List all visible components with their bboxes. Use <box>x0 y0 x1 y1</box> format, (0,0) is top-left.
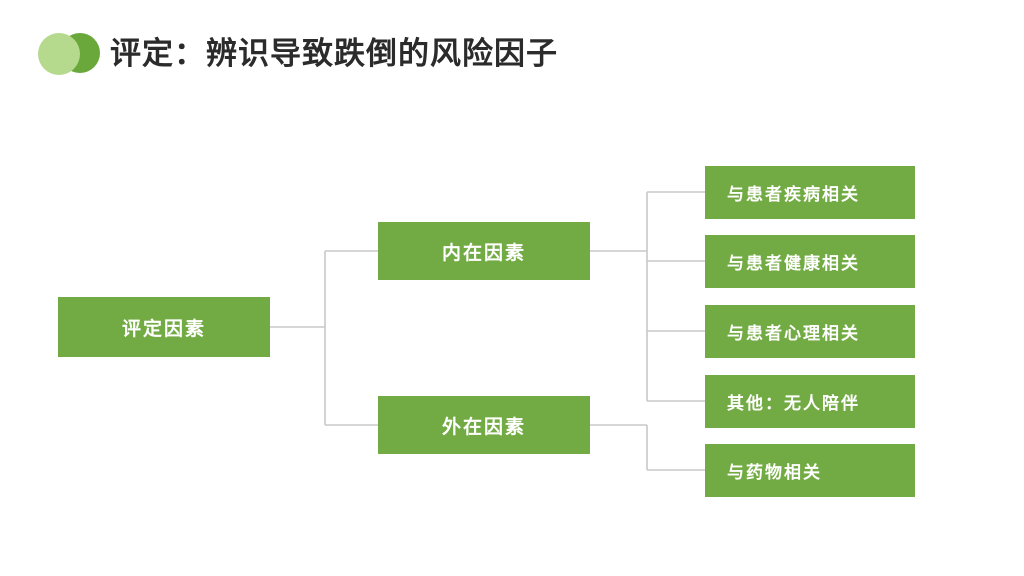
logo-circles-icon <box>36 30 100 76</box>
node-label: 内在因素 <box>441 242 526 264</box>
slide-header: 评定：辨识导致跌倒的风险因子 <box>36 24 558 82</box>
node-root-assessment-factors[interactable]: 评定因素 <box>58 297 270 357</box>
node-label: 评定因素 <box>121 318 206 340</box>
logo-circle-front-icon <box>38 33 80 75</box>
node-label: 与患者疾病相关 <box>727 185 860 204</box>
node-leaf-patient-health[interactable]: 与患者健康相关 <box>705 235 915 288</box>
page-title: 评定：辨识导致跌倒的风险因子 <box>110 35 558 71</box>
node-label: 与患者心理相关 <box>727 324 860 343</box>
node-label: 与药物相关 <box>727 463 822 482</box>
node-label: 其他：无人陪伴 <box>727 394 860 413</box>
node-leaf-patient-psychology[interactable]: 与患者心理相关 <box>705 305 915 358</box>
node-leaf-patient-disease[interactable]: 与患者疾病相关 <box>705 166 915 219</box>
node-label: 与患者健康相关 <box>727 254 860 273</box>
node-internal-factors[interactable]: 内在因素 <box>378 222 590 280</box>
node-leaf-medication-related[interactable]: 与药物相关 <box>705 444 915 497</box>
node-external-factors[interactable]: 外在因素 <box>378 396 590 454</box>
node-leaf-other-unaccompanied[interactable]: 其他：无人陪伴 <box>705 375 915 428</box>
node-label: 外在因素 <box>441 416 526 438</box>
